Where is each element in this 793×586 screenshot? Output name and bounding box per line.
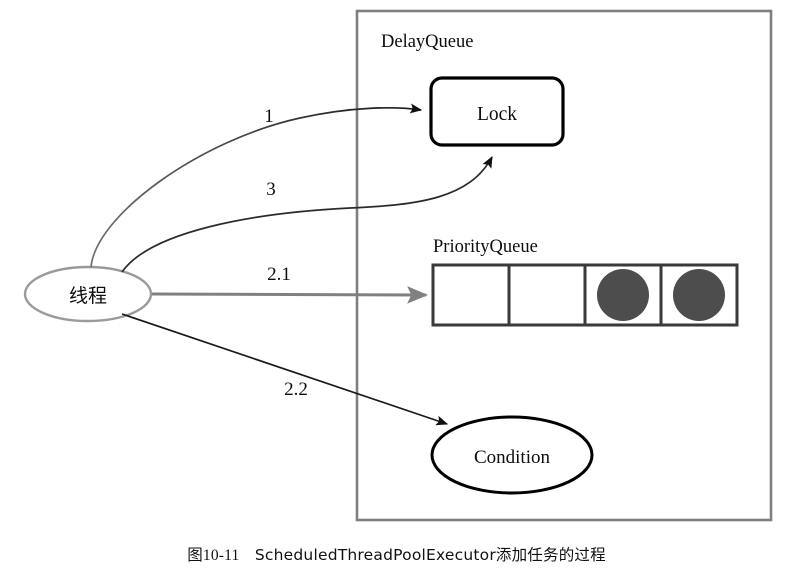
priorityqueue-title: PriorityQueue	[433, 237, 538, 257]
thread-actor-node[interactable]	[23, 265, 153, 323]
edge-3-label: 3	[266, 179, 276, 200]
edge-2-1-label: 2.1	[267, 264, 291, 285]
figure-caption-prefix: 图10-11	[187, 547, 240, 564]
thread-actor-label: 线程	[69, 285, 107, 307]
priorityqueue-cells	[431, 263, 739, 327]
priorityqueue-cell[interactable]	[507, 263, 587, 327]
edge-1-line	[90, 103, 423, 268]
edge-2-2-line	[121, 313, 449, 426]
edge-3-line	[121, 155, 493, 273]
priorityqueue-task-dot	[597, 269, 649, 321]
figure-caption: 图10-11 ScheduledThreadPoolExecutor添加任务的过…	[0, 543, 793, 565]
delayqueue-title: DelayQueue	[381, 32, 473, 52]
priorityqueue-cell[interactable]	[431, 263, 511, 327]
lock-box[interactable]	[429, 76, 565, 147]
edge-2-1-line	[151, 286, 429, 304]
figure-caption-body: ScheduledThreadPoolExecutor添加任务的过程	[254, 546, 606, 564]
condition-label: Condition	[474, 447, 551, 468]
edge-1-label: 1	[264, 106, 274, 127]
condition-node[interactable]	[430, 415, 594, 495]
priorityqueue-task-dot	[673, 269, 725, 321]
edge-2-2-label: 2.2	[284, 379, 308, 400]
lock-label: Lock	[477, 104, 517, 125]
